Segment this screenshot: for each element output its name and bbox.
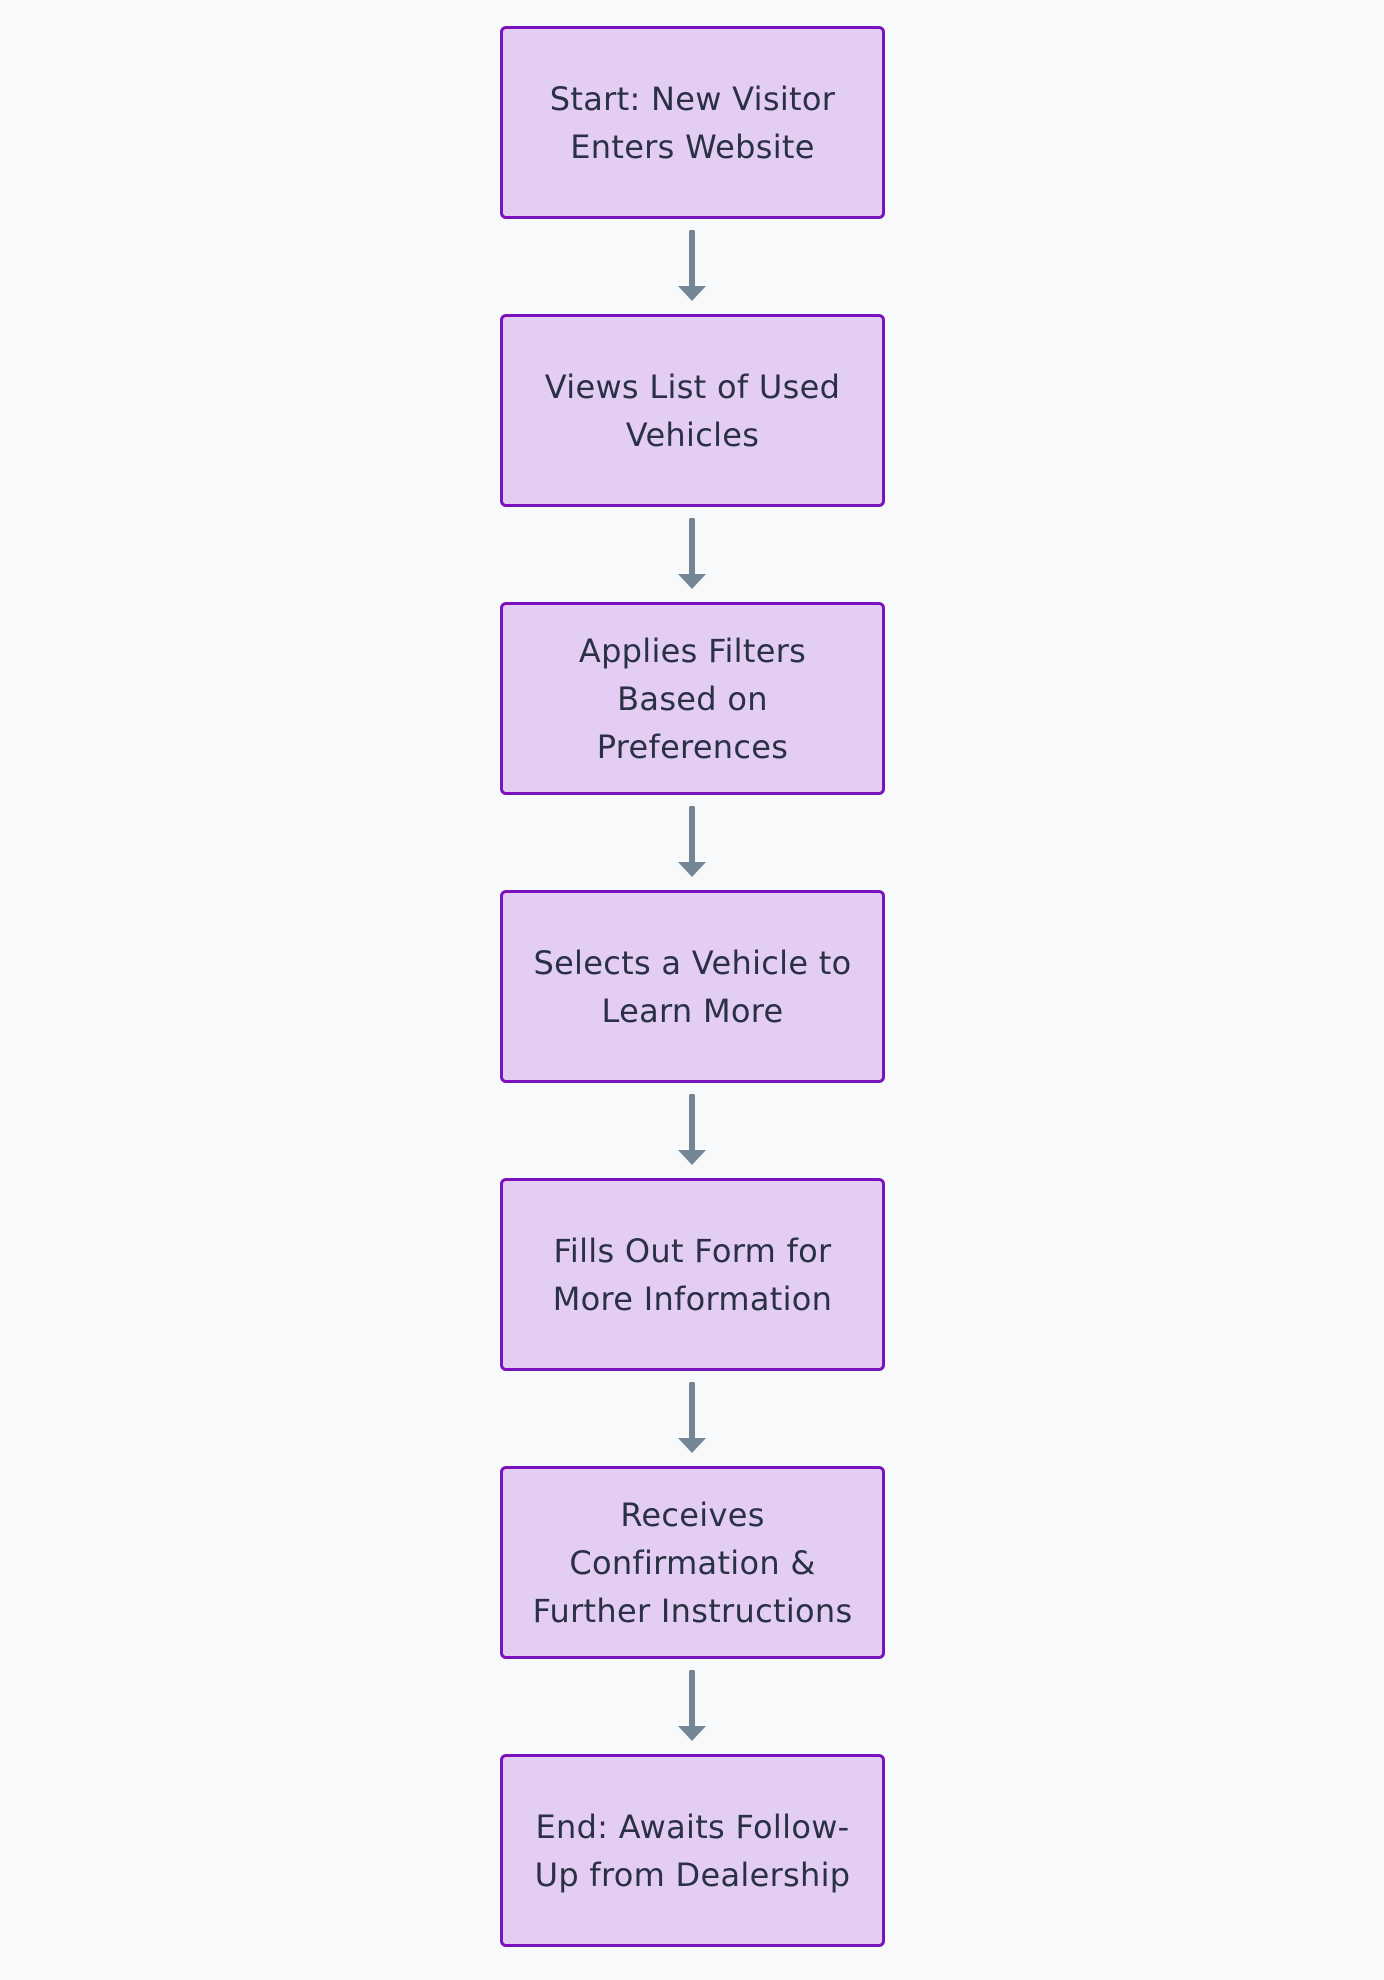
- flow-node-label: Fills Out Form for More Information: [552, 1231, 833, 1318]
- arrow-down-icon: [678, 806, 706, 877]
- flow-node-label: End: Awaits Follow-Up from Dealership: [534, 1807, 851, 1894]
- arrow-down-icon: [678, 1382, 706, 1453]
- flow-node-start: Start: New Visitor Enters Website: [500, 26, 885, 219]
- flow-node-views-list: Views List of Used Vehicles: [500, 314, 885, 507]
- flow-node-applies-filters: Applies Filters Based on Preferences: [500, 602, 885, 795]
- flow-node-label: Receives Confirmation & Further Instruct…: [532, 1495, 853, 1630]
- arrow-down-icon: [678, 1094, 706, 1165]
- flow-node-end: End: Awaits Follow-Up from Dealership: [500, 1754, 885, 1947]
- arrow-down-icon: [678, 230, 706, 301]
- flow-node-label: Selects a Vehicle to Learn More: [533, 943, 852, 1030]
- flow-node-selects-vehicle: Selects a Vehicle to Learn More: [500, 890, 885, 1083]
- flow-node-label: Start: New Visitor Enters Website: [549, 79, 836, 166]
- flow-node-label: Views List of Used Vehicles: [544, 367, 841, 454]
- flow-node-fills-form: Fills Out Form for More Information: [500, 1178, 885, 1371]
- arrow-down-icon: [678, 1670, 706, 1741]
- flow-node-label: Applies Filters Based on Preferences: [578, 631, 807, 766]
- arrow-down-icon: [678, 518, 706, 589]
- flow-node-receives-confirmation: Receives Confirmation & Further Instruct…: [500, 1466, 885, 1659]
